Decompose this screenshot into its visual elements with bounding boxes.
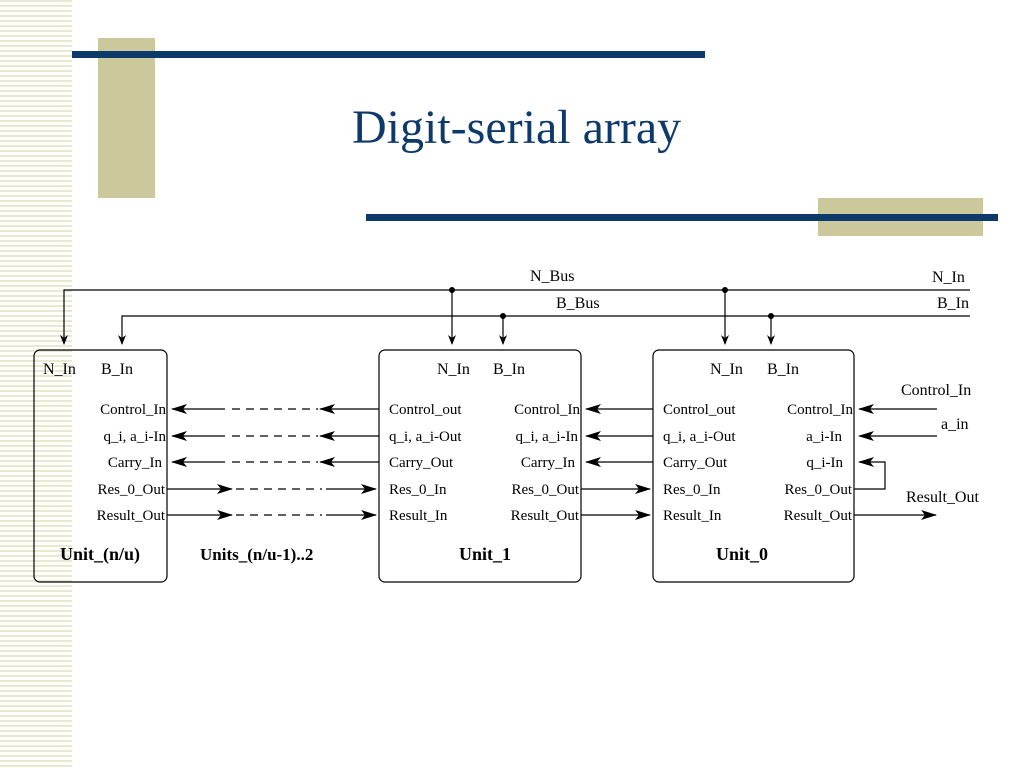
- unit-0-port-a-in: a_i-In: [806, 429, 842, 445]
- unit-1-port-result-in: Result_In: [389, 508, 448, 524]
- n-bus-junction-unit1: [449, 287, 455, 293]
- unit-0-name: Unit_0: [716, 544, 768, 564]
- n-in-external-label: N_In: [932, 269, 965, 286]
- unit-1-port-carry-out: Carry_Out: [389, 455, 454, 471]
- b-bus-label: B_Bus: [556, 295, 600, 312]
- unit-1-port-carry-in: Carry_In: [521, 455, 576, 471]
- ext-result-out-label: Result_Out: [906, 489, 979, 506]
- unit-1-name: Unit_1: [459, 544, 511, 564]
- unit-0-port-q-in: q_i-In: [806, 455, 843, 471]
- title-rule-bottom: [366, 214, 998, 221]
- unit-0-port-control-out: Control_out: [663, 402, 736, 418]
- unit-n-port-carry-in: Carry_In: [108, 455, 163, 471]
- unit-n-n-in: N_In: [43, 361, 76, 378]
- b-bus-line: [118, 315, 970, 345]
- unit-n-b-in: B_In: [101, 361, 133, 378]
- unit-1-port-res0-in: Res_0_In: [389, 482, 447, 498]
- unit-1-box: [378, 349, 582, 583]
- unit-0-box: [652, 349, 855, 583]
- n-bus-line: [60, 289, 970, 345]
- unit-n-port-res0-out: Res_0_Out: [98, 482, 166, 498]
- unit-n-box: [33, 349, 168, 583]
- ext-a-in-label: a_in: [941, 416, 969, 433]
- n-bus-label: N_Bus: [530, 268, 574, 285]
- unit-n-port-result-out: Result_Out: [97, 508, 166, 524]
- title-rule-top: [72, 51, 705, 58]
- unit-1-n-in: N_In: [437, 361, 470, 378]
- accent-block-top: [98, 38, 155, 198]
- b-bus-junction-unit1: [500, 313, 506, 319]
- slide-title: Digit-serial array: [352, 101, 682, 154]
- unit-n-port-qa-in: q_i, a_i-In: [104, 429, 167, 445]
- b-bus-junction-unit0: [768, 313, 774, 319]
- unit-1-port-result-out: Result_Out: [511, 508, 580, 524]
- unit-1-port-control-out: Control_out: [389, 402, 462, 418]
- unit-1-port-control-in: Control_In: [514, 402, 580, 418]
- unit-0-port-result-in: Result_In: [663, 508, 722, 524]
- unit-0-port-res0-in: Res_0_In: [663, 482, 721, 498]
- unit-0-port-carry-out: Carry_Out: [663, 455, 728, 471]
- unit-0-n-in: N_In: [710, 361, 743, 378]
- unit-0-b-in: B_In: [767, 361, 799, 378]
- unit-n-name: Unit_(n/u): [60, 544, 140, 565]
- b-in-external-label: B_In: [937, 295, 969, 312]
- middle-units-label: Units_(n/u-1)..2: [200, 545, 313, 564]
- unit-1-port-qa-out: q_i, a_i-Out: [389, 429, 462, 445]
- decorative-stripe-panel: [0, 0, 72, 768]
- res0-feedback: [854, 457, 886, 490]
- unit-1-port-res0-out: Res_0_Out: [512, 482, 580, 498]
- unit-0-port-control-in: Control_In: [787, 402, 853, 418]
- unit-0-port-res0-out: Res_0_Out: [785, 482, 853, 498]
- n-bus-junction-unit0: [722, 287, 728, 293]
- unit-n-port-control-in: Control_In: [100, 402, 166, 418]
- unit-1-port-qa-in: q_i, a_i-In: [516, 429, 579, 445]
- unit-1-b-in: B_In: [493, 361, 525, 378]
- unit-0-port-result-out: Result_Out: [784, 508, 853, 524]
- unit-0-port-qa-out: q_i, a_i-Out: [663, 429, 736, 445]
- ext-control-in-label: Control_In: [901, 382, 971, 399]
